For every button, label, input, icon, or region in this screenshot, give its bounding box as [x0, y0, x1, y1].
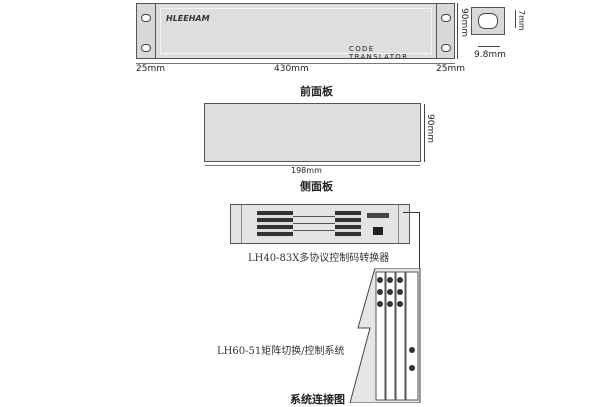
right-rack-ear — [436, 3, 455, 59]
dim-front-width: 430mm — [274, 64, 309, 74]
side-panel-caption: 侧面板 — [300, 180, 333, 193]
converter-label: LH40-83X多协议控制码转换器 — [248, 253, 390, 264]
panel-label: CODE TRANSLATOR — [349, 45, 409, 61]
mounting-hole-detail — [471, 7, 505, 35]
connection-caption: 系统连接图 — [290, 393, 345, 406]
dim-side-height: 90mm — [425, 114, 435, 143]
dim-right-ear: 25mm — [436, 64, 465, 74]
dim-hole-height: 7mm — [517, 10, 526, 31]
converter-device — [230, 204, 410, 244]
connector-bank-left — [257, 211, 293, 237]
side-panel — [204, 103, 421, 162]
left-rack-ear — [136, 3, 156, 59]
brand-logo: HLEEHAM — [166, 14, 210, 23]
matrix-label: LH60-51矩阵切换/控制系统 — [217, 346, 345, 357]
front-panel: HLEEHAM CODE TRANSLATOR — [155, 3, 437, 61]
dim-left-ear: 25mm — [136, 64, 165, 74]
dim-side-width: 198mm — [291, 166, 322, 175]
connector-bank-right — [335, 211, 361, 237]
matrix-rack — [349, 268, 421, 403]
power-socket — [373, 227, 383, 235]
front-panel-caption: 前面板 — [300, 85, 333, 98]
dim-hole-width: 9.8mm — [474, 50, 506, 60]
dim-front-height: 90mm — [459, 8, 469, 37]
db-connector — [367, 213, 389, 218]
